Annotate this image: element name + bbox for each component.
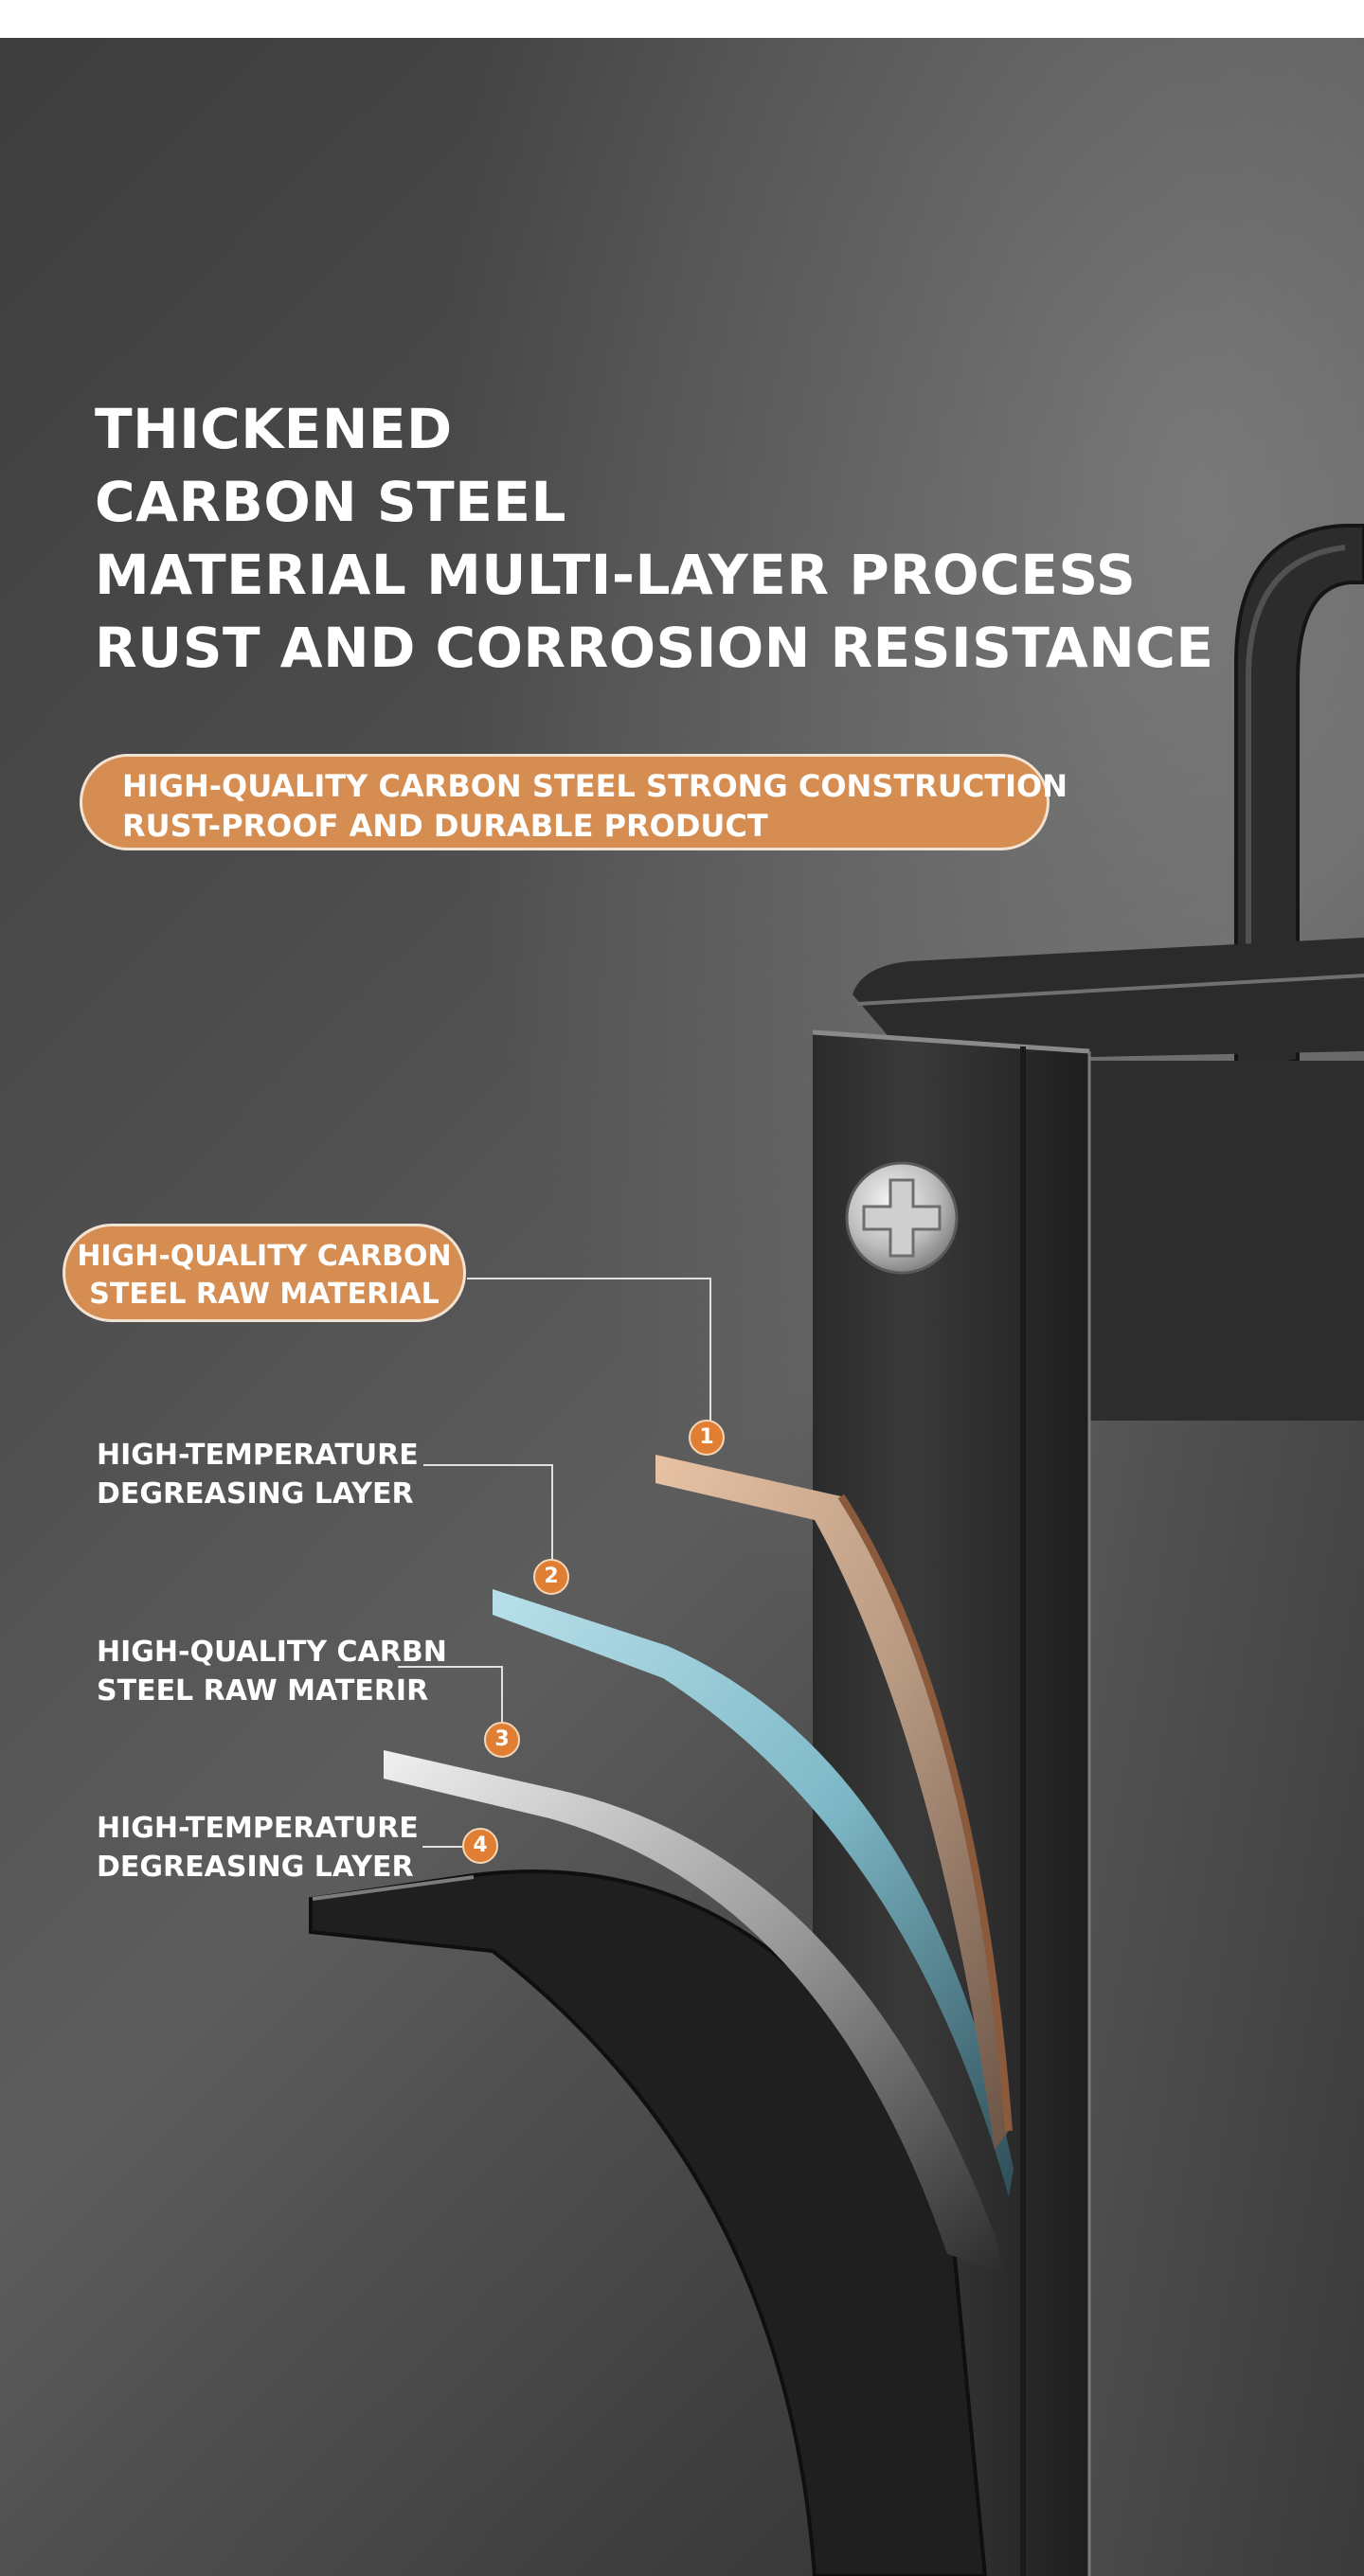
headline-line: THICKENED xyxy=(95,397,453,461)
layer-label-line: DEGREASING LAYER xyxy=(97,1477,414,1511)
layer-label-line: HIGH-QUALITY CARBON xyxy=(77,1240,452,1273)
highlight-pill-line: RUST-PROOF AND DURABLE PRODUCT xyxy=(122,808,768,844)
layer-1-label: HIGH-QUALITY CARBON STEEL RAW MATERIAL xyxy=(63,1224,466,1322)
top-margin xyxy=(0,0,1364,38)
layer-label-line: DEGREASING LAYER xyxy=(97,1851,414,1884)
layer-4-label: HIGH-TEMPERATURE DEGREASING LAYER xyxy=(97,1809,419,1887)
layer-3-label: HIGH-QUALITY CARBN STEEL RAW MATERIR xyxy=(97,1633,447,1710)
layer-label-line: HIGH-TEMPERATURE xyxy=(97,1439,419,1472)
layer-label-line: HIGH-QUALITY CARBN xyxy=(97,1636,447,1669)
highlight-pill-line: HIGH-QUALITY CARBON STEEL STRONG CONSTRU… xyxy=(122,768,1068,804)
layer-4-number-badge: 4 xyxy=(462,1828,498,1864)
layer-1-number-badge: 1 xyxy=(689,1420,725,1456)
cross-screw-icon xyxy=(845,1161,959,1275)
layer-label-line: STEEL RAW MATERIR xyxy=(97,1674,429,1708)
headline-line: MATERIAL MULTI-LAYER PROCESS xyxy=(95,543,1137,607)
layer-2-label: HIGH-TEMPERATURE DEGREASING LAYER xyxy=(97,1436,419,1513)
highlight-pill: HIGH-QUALITY CARBON STEEL STRONG CONSTRU… xyxy=(80,754,1068,850)
headline: THICKENED CARBON STEEL MATERIAL MULTI-LA… xyxy=(95,393,1231,685)
layer-label-line: HIGH-TEMPERATURE xyxy=(97,1812,419,1845)
layer-2-number-badge: 2 xyxy=(533,1559,569,1595)
headline-line: CARBON STEEL xyxy=(95,470,566,534)
headline-line: RUST AND CORROSION RESISTANCE xyxy=(95,616,1214,680)
layer-3-number-badge: 3 xyxy=(484,1722,520,1758)
layer-label-line: STEEL RAW MATERIAL xyxy=(89,1278,440,1311)
handle-icon xyxy=(1234,524,1364,1073)
